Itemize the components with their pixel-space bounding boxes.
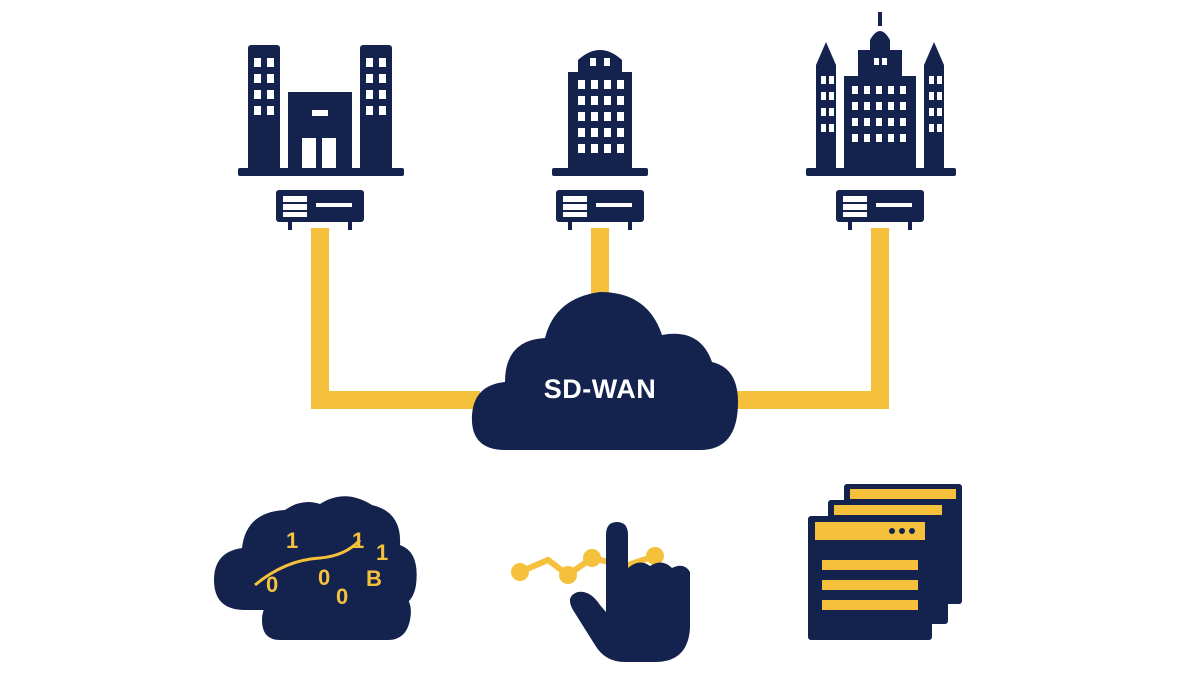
cloud-icon <box>471 292 738 450</box>
router-right-icon <box>836 190 924 230</box>
data-cloud-icon: 1 0 1 0 0 1 B <box>214 496 417 640</box>
sd-wan-cloud: SD-WAN <box>471 292 738 450</box>
window-front-icon <box>808 516 932 640</box>
single-tower-icon <box>552 50 648 176</box>
application-windows-icon <box>808 484 962 640</box>
hand-pointer-icon <box>569 522 690 662</box>
link-right <box>720 228 889 409</box>
link-left <box>311 228 480 409</box>
bit-5: 0 <box>336 584 348 609</box>
touch-performance-icon <box>511 522 690 662</box>
router-center-icon <box>556 190 644 230</box>
bit-6: 1 <box>376 540 388 565</box>
bit-2: 0 <box>266 572 278 597</box>
office-campus-icon <box>238 45 404 176</box>
bit-3: 1 <box>352 528 364 553</box>
bit-1: 1 <box>286 528 298 553</box>
bit-7: B <box>366 566 382 591</box>
city-skyline-icon <box>806 12 956 176</box>
cloud-label: SD-WAN <box>544 374 657 404</box>
router-left-icon <box>276 190 364 230</box>
connection-lines <box>311 228 889 409</box>
bit-4: 0 <box>318 565 330 590</box>
